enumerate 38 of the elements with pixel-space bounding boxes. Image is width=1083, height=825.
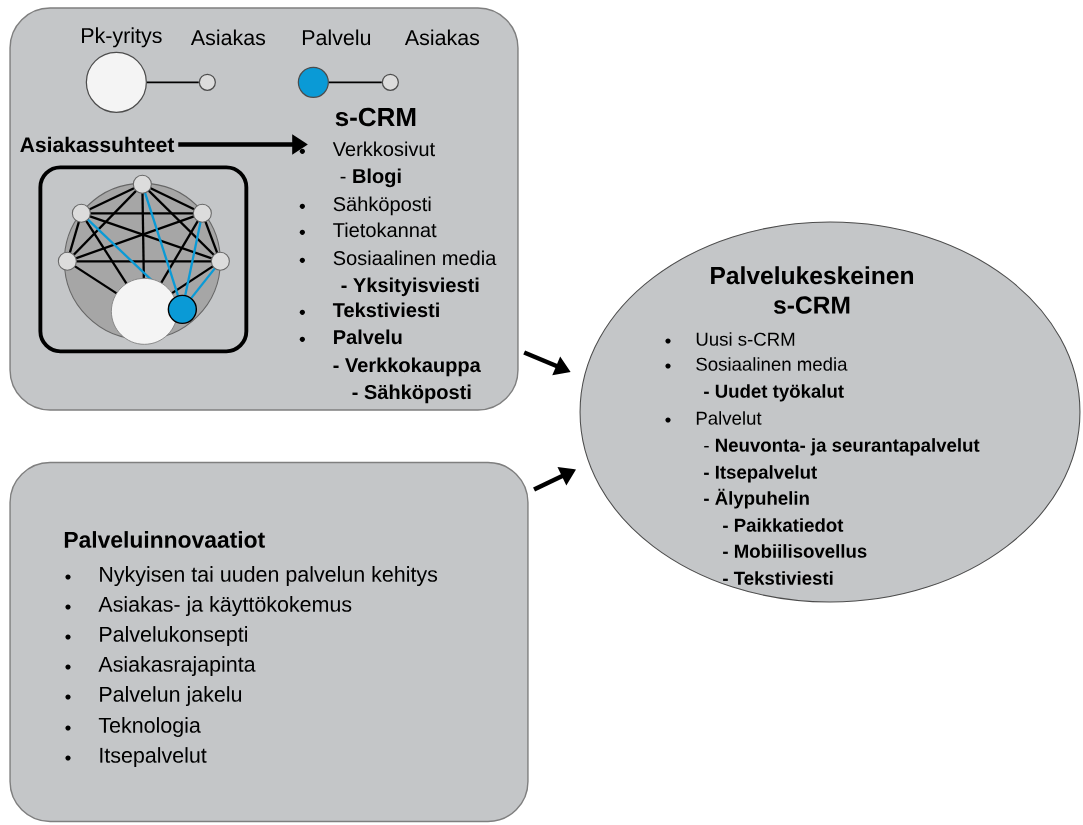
list-item: - Tekstiviesti bbox=[723, 571, 833, 585]
list-item: Uusi s-CRM bbox=[665, 332, 795, 346]
list-item: Tietokannat bbox=[299, 222, 437, 238]
heading: s-CRM bbox=[335, 107, 416, 127]
list-item: Palvelun jakelu bbox=[65, 686, 242, 707]
heading: Palvelukeskeinen s-CRM bbox=[711, 266, 913, 314]
list-item: - Blogi bbox=[340, 168, 401, 188]
list-item: Tekstiviesti bbox=[299, 302, 439, 318]
circle-label: Asiakas bbox=[190, 29, 266, 46]
circle-label: Asiakas bbox=[404, 29, 480, 46]
list-item: Sosiaalinen media bbox=[665, 357, 848, 371]
connector-line bbox=[146, 81, 200, 84]
list-item: - Paikkatiedot bbox=[723, 518, 844, 532]
list-item: - Sähköposti bbox=[352, 384, 471, 404]
list-item: - Itsepalvelut bbox=[704, 465, 817, 483]
list-item: - Yksityisviesti bbox=[341, 277, 479, 297]
list-item: - Neuvonta- ja seurantapalvelut bbox=[704, 438, 980, 456]
list-item: - Uudet työkalut bbox=[704, 384, 844, 402]
list-item: Palvelu bbox=[299, 329, 402, 345]
list-item: Teknologia bbox=[65, 717, 201, 738]
connector-line bbox=[328, 81, 383, 84]
label: Asiakassuhteet bbox=[20, 136, 175, 153]
list-item: - Verkkokauppa bbox=[333, 357, 481, 377]
rounded-box bbox=[38, 165, 249, 354]
list-item: Itsepalvelut bbox=[65, 747, 207, 768]
list-item: Asiakasrajapinta bbox=[65, 656, 256, 677]
list-item: Sosiaalinen media bbox=[299, 250, 497, 266]
list-item: - Älypuhelin bbox=[704, 488, 809, 509]
list-item: - Mobiilisovellus bbox=[723, 544, 867, 558]
circle-label: Pk-yritys bbox=[82, 27, 162, 48]
list-item: Nykyisen tai uuden palvelun kehitys bbox=[65, 566, 438, 587]
list-item: Palvelukonsepti bbox=[65, 626, 247, 647]
list-item: Asiakas- ja käyttökokemus bbox=[65, 596, 352, 617]
circle-label: Palvelu bbox=[302, 29, 371, 46]
list-item: Verkkosivut bbox=[299, 141, 435, 157]
list-item: Sähköposti bbox=[299, 196, 431, 216]
heading: Palveluinnovaatiot bbox=[64, 531, 265, 548]
list-item: Palvelut bbox=[665, 411, 762, 425]
